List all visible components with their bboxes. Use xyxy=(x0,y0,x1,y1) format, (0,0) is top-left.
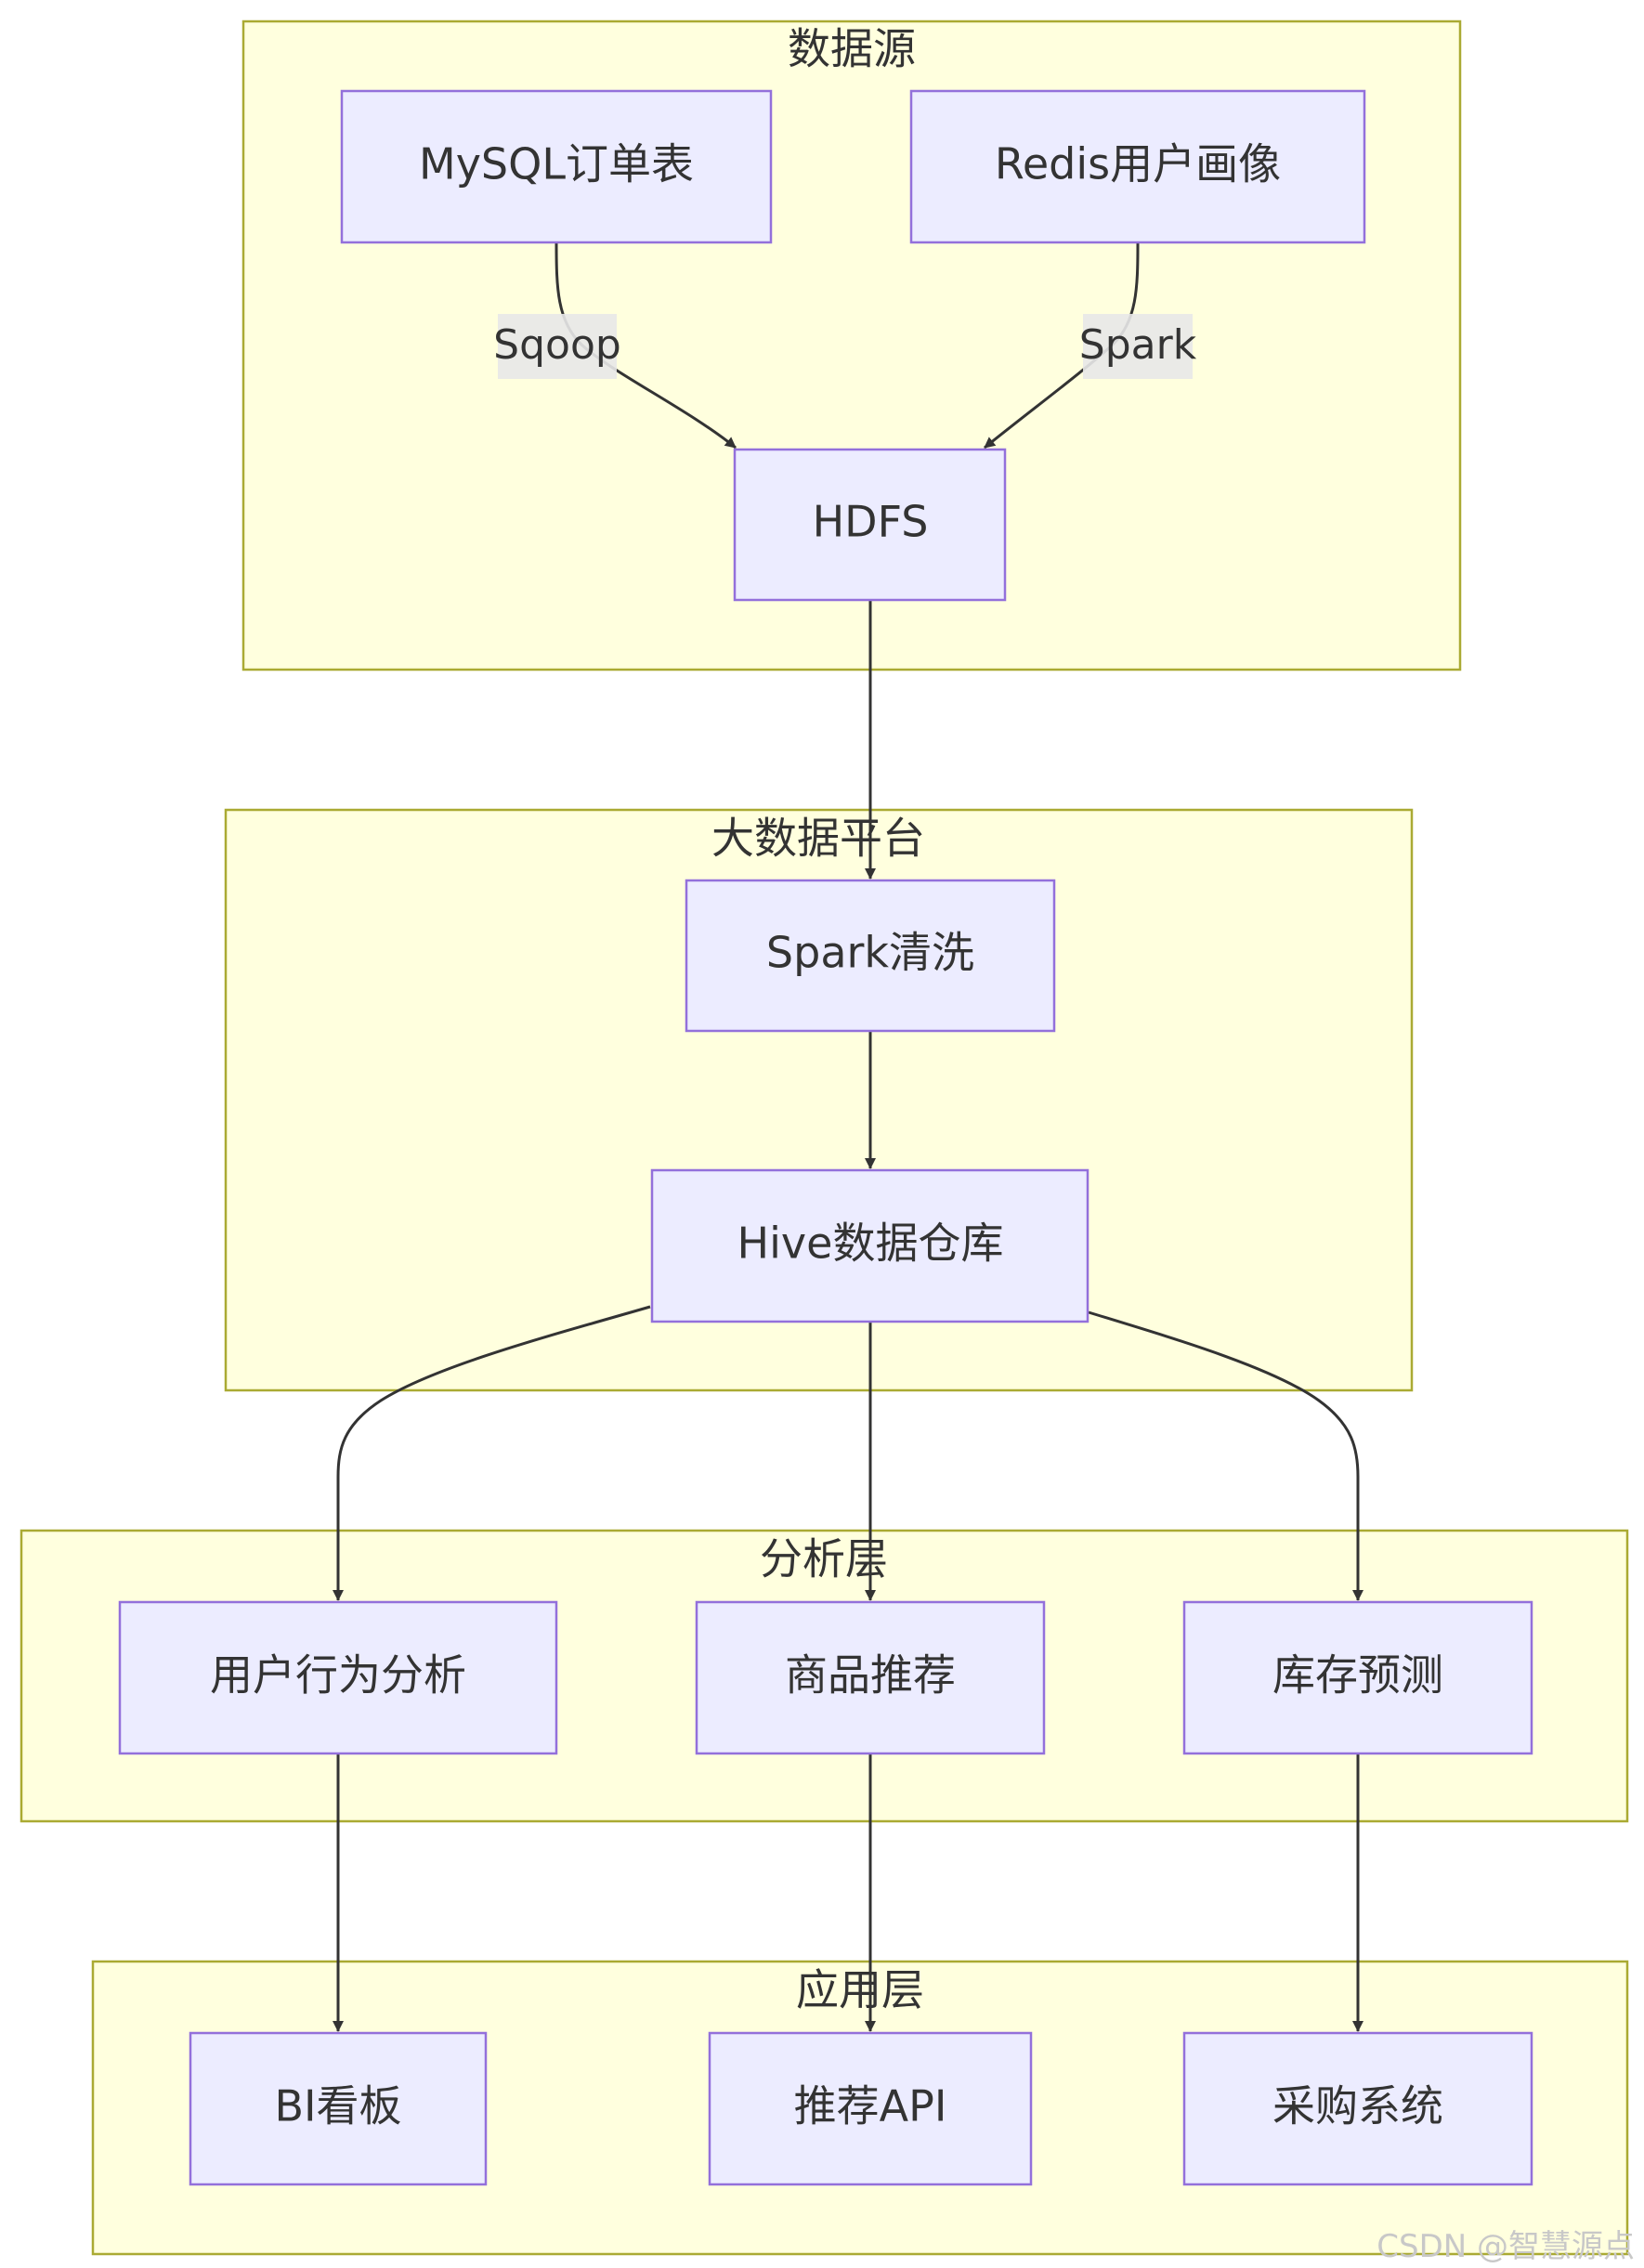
edges xyxy=(333,242,1363,2032)
node-label: 用户行为分析 xyxy=(210,1650,466,1701)
node-mysql-orders: MySQL订单表 xyxy=(340,89,773,244)
node-product-recommendation: 商品推荐 xyxy=(695,1600,1046,1755)
node-label: Redis用户画像 xyxy=(995,139,1281,189)
node-inventory-forecast: 库存预测 xyxy=(1182,1600,1533,1755)
cluster-title-analysis-layer: 分析层 xyxy=(760,1534,888,1584)
node-label: HDFS xyxy=(813,497,929,547)
watermark: CSDN @智慧源点 xyxy=(1377,2228,1635,2265)
node-label: 推荐API xyxy=(794,2081,947,2131)
cluster-title-data-sources: 数据源 xyxy=(788,24,916,74)
node-label: 商品推荐 xyxy=(785,1650,956,1701)
edge-label-sqoop-text: Sqoop xyxy=(493,321,621,369)
edge-label-spark: Spark xyxy=(1079,314,1197,379)
edge-label-spark-text: Spark xyxy=(1079,321,1197,369)
node-spark-clean: Spark清洗 xyxy=(685,879,1056,1033)
cluster-title-application-layer: 应用层 xyxy=(796,1965,924,2015)
node-label: MySQL订单表 xyxy=(419,139,694,189)
edge-label-sqoop: Sqoop xyxy=(493,314,621,379)
node-user-behavior-analysis: 用户行为分析 xyxy=(118,1600,558,1755)
node-label: 库存预测 xyxy=(1272,1650,1443,1701)
node-label: 采购系统 xyxy=(1272,2081,1443,2131)
node-hdfs: HDFS xyxy=(733,448,1007,602)
node-label: Hive数据仓库 xyxy=(737,1219,1004,1269)
node-label: BI看板 xyxy=(274,2081,401,2131)
node-label: Spark清洗 xyxy=(766,928,974,978)
cluster-title-big-data-platform: 大数据平台 xyxy=(711,814,925,864)
edge-hive-to-inventory xyxy=(1088,1310,1363,1601)
node-bi-dashboard: BI看板 xyxy=(189,2031,488,2186)
node-hive-warehouse: Hive数据仓库 xyxy=(650,1168,1089,1323)
node-purchase-system: 采购系统 xyxy=(1182,2031,1533,2186)
edge-hive-to-user-behavior xyxy=(333,1305,651,1601)
node-redis-user-profile: Redis用户画像 xyxy=(909,89,1366,244)
node-recommend-api: 推荐API xyxy=(708,2031,1033,2186)
